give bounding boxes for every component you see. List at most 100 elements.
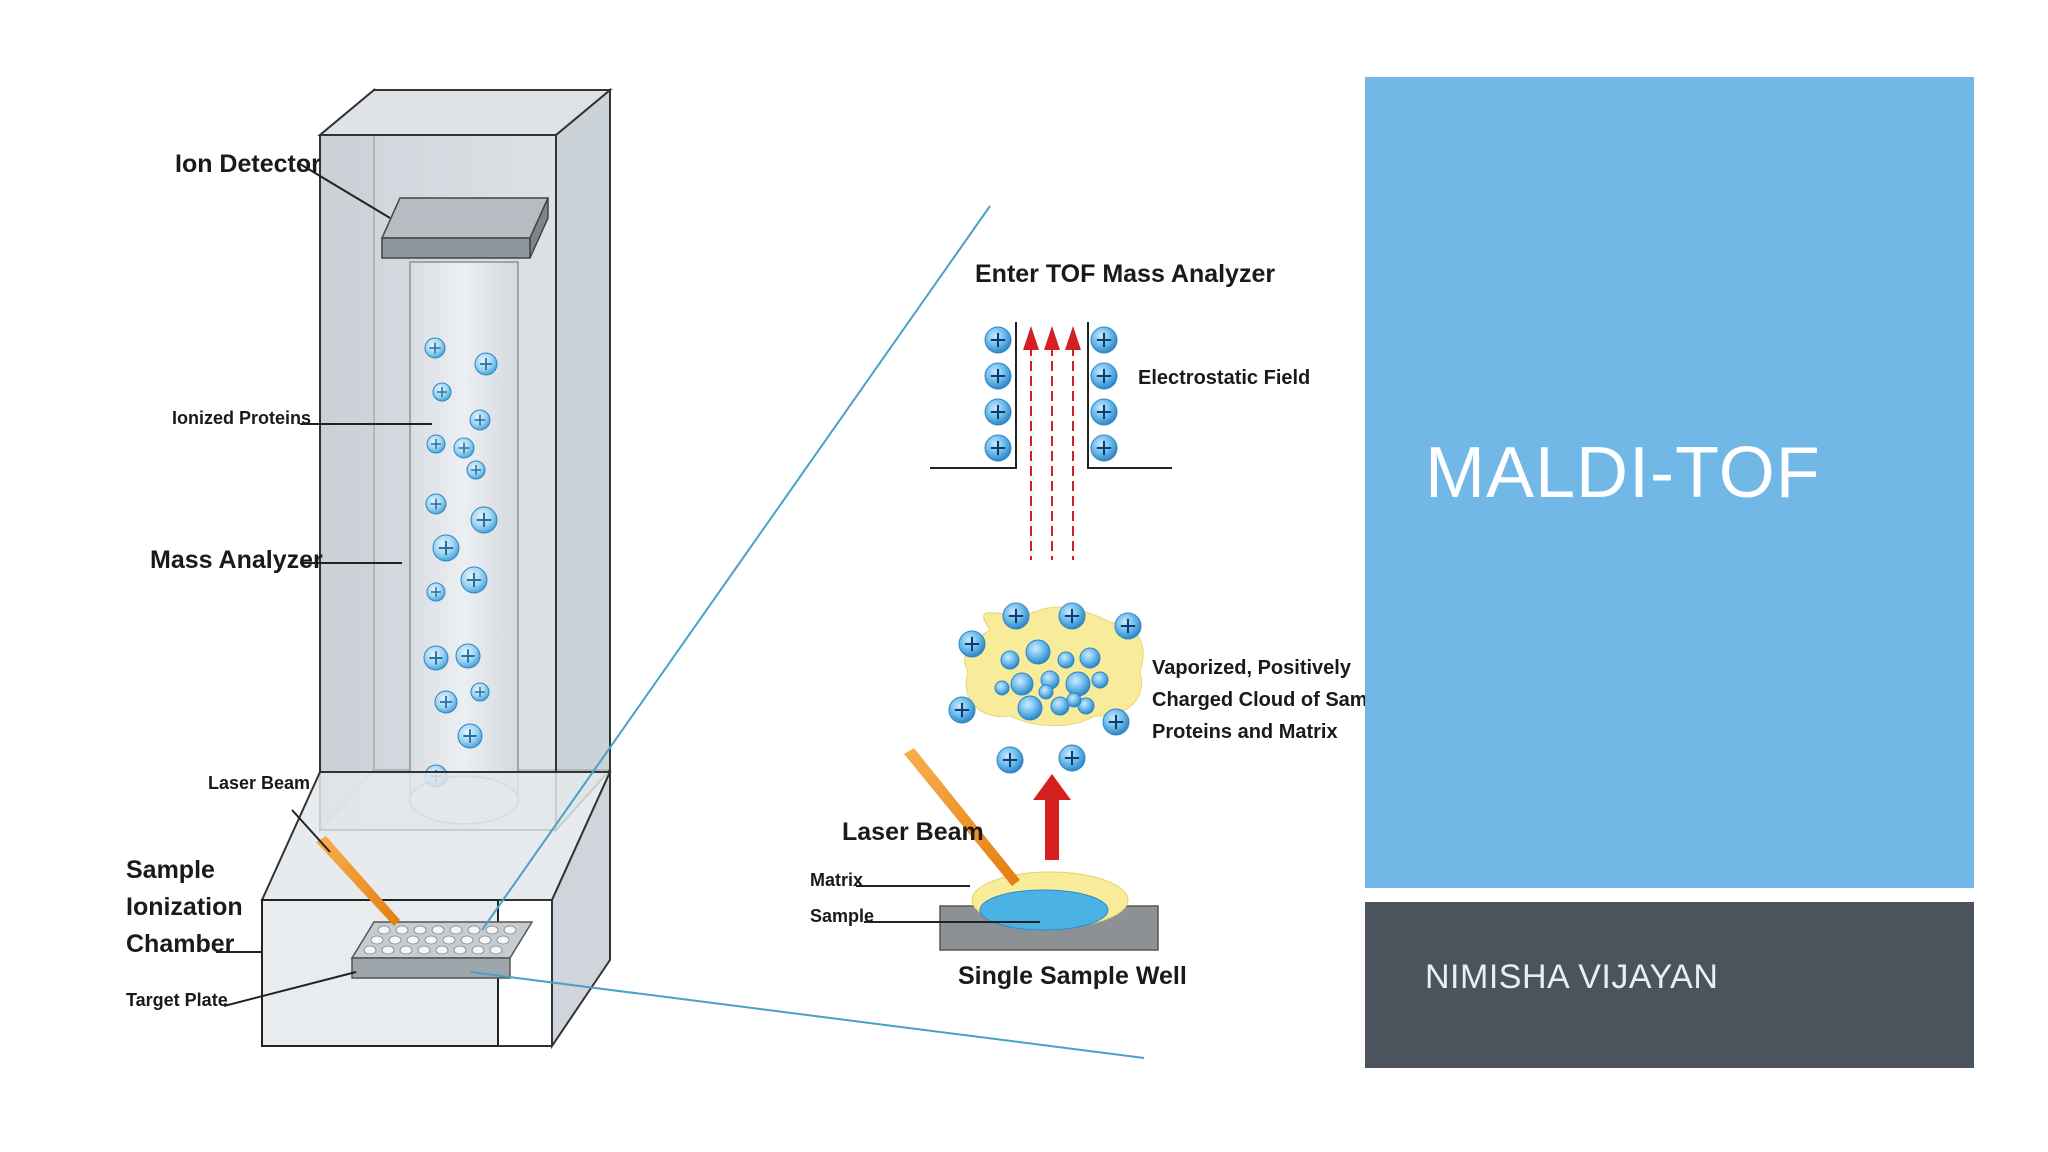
ionized-protein-icon bbox=[470, 682, 490, 702]
positive-ion-icon bbox=[1002, 602, 1030, 630]
ionized-protein-icon bbox=[469, 409, 491, 431]
zoom-lines bbox=[469, 205, 1145, 1059]
ionized-protein-icon bbox=[470, 506, 498, 534]
positive-ion-icon bbox=[1090, 434, 1118, 462]
target-well-icon bbox=[381, 945, 395, 955]
target-well-icon bbox=[413, 925, 427, 935]
ionized-protein-icon bbox=[423, 645, 449, 671]
positive-ion-icon bbox=[984, 398, 1012, 426]
target-well-icon bbox=[449, 925, 463, 935]
ion-detector-plate-side bbox=[529, 197, 549, 259]
label-electrostatic-field: Electrostatic Field bbox=[1138, 367, 1310, 389]
cloud-ions bbox=[948, 602, 1142, 774]
ionized-protein-icon bbox=[434, 690, 458, 714]
title-panel: MALDI-TOF bbox=[1365, 77, 1974, 888]
target-well-icon bbox=[453, 945, 467, 955]
laser-beam-right bbox=[904, 748, 1020, 886]
target-well-icon bbox=[471, 945, 485, 955]
positive-ion-icon bbox=[984, 362, 1012, 390]
label-sample-ionization-chamber-1: Sample bbox=[126, 856, 215, 884]
ionized-protein-icon bbox=[426, 434, 446, 454]
ionized-protein-icon bbox=[457, 723, 483, 749]
ionized-protein-icon bbox=[474, 352, 498, 376]
label-laser-beam-right: Laser Beam bbox=[842, 818, 984, 846]
positive-ion-icon bbox=[1058, 744, 1086, 772]
single-sample-well bbox=[904, 748, 1159, 951]
ionized-protein-icon bbox=[432, 382, 452, 402]
protein-droplet-icon bbox=[1065, 671, 1091, 697]
target-well-icon bbox=[399, 945, 413, 955]
ion-flight-arrows bbox=[1030, 346, 1074, 560]
positive-ion-icon bbox=[984, 326, 1012, 354]
tof-entrance-right-wall bbox=[1087, 322, 1172, 469]
label-vaporized-cloud-2: Charged Cloud of Sample bbox=[1152, 689, 1370, 711]
protein-droplet-icon bbox=[1038, 684, 1054, 700]
protein-droplet-icon bbox=[994, 680, 1010, 696]
ion-detector-plate-top bbox=[380, 197, 550, 239]
label-target-plate: Target Plate bbox=[126, 990, 228, 1010]
cloud-droplets bbox=[994, 639, 1109, 721]
laser-beam-left bbox=[316, 836, 400, 926]
positive-ion-icon bbox=[1090, 398, 1118, 426]
target-well-icon bbox=[395, 925, 409, 935]
ion-detector-plate-front bbox=[381, 237, 531, 259]
label-matrix: Matrix bbox=[810, 870, 863, 890]
protein-droplet-icon bbox=[1057, 651, 1075, 669]
right-leader-lines bbox=[856, 885, 1040, 923]
target-well-icon bbox=[485, 925, 499, 935]
ionized-protein-icon bbox=[460, 566, 488, 594]
target-well-icon bbox=[489, 945, 503, 955]
target-well-icon bbox=[431, 925, 445, 935]
label-enter-tof: Enter TOF Mass Analyzer bbox=[975, 260, 1275, 288]
label-ionized-proteins: Ionized Proteins bbox=[172, 408, 311, 428]
protein-droplet-icon bbox=[1050, 696, 1070, 716]
tof-entrance bbox=[930, 322, 1172, 560]
positive-ion-icon bbox=[958, 630, 986, 658]
maldi-tof-diagram: Ion Detector Ionized Proteins Mass Analy… bbox=[126, 87, 1370, 1059]
positive-ion-icon bbox=[984, 434, 1012, 462]
tof-entrance-left-wall bbox=[930, 322, 1017, 469]
protein-droplet-icon bbox=[1091, 671, 1109, 689]
ionized-proteins-group bbox=[423, 337, 498, 788]
protein-droplet-icon bbox=[1079, 647, 1101, 669]
positive-ion-icon bbox=[1090, 326, 1118, 354]
target-well-icon bbox=[388, 935, 402, 945]
target-well-icon bbox=[442, 935, 456, 945]
target-well-icon bbox=[370, 935, 384, 945]
positive-ion-icon bbox=[1058, 602, 1086, 630]
label-sample: Sample bbox=[810, 906, 874, 926]
ionized-protein-icon bbox=[426, 582, 446, 602]
ionized-protein-icon bbox=[432, 534, 460, 562]
positive-ion-icon bbox=[1102, 708, 1130, 736]
label-mass-analyzer: Mass Analyzer bbox=[150, 546, 323, 574]
target-well-icon bbox=[377, 925, 391, 935]
slide-title: MALDI-TOF bbox=[1425, 433, 1821, 513]
label-single-sample-well: Single Sample Well bbox=[958, 962, 1187, 990]
vapor-rise-arrow bbox=[1033, 774, 1071, 860]
column-top-face bbox=[317, 89, 613, 136]
cloud-shape bbox=[964, 606, 1144, 727]
positive-ion-icon bbox=[1114, 612, 1142, 640]
label-vaporized-cloud-3: Proteins and Matrix bbox=[1152, 721, 1338, 743]
ion-flight-arrowheads bbox=[1023, 326, 1081, 350]
positive-ion-icon bbox=[948, 696, 976, 724]
left-leader-lines bbox=[216, 163, 432, 1007]
vaporized-cloud bbox=[948, 602, 1144, 774]
author-panel: NIMISHA VIJAYAN bbox=[1365, 902, 1974, 1068]
positive-ion-icon bbox=[996, 746, 1024, 774]
target-well-icon bbox=[478, 935, 492, 945]
protein-droplet-icon bbox=[1017, 695, 1043, 721]
chamber-right-face bbox=[551, 771, 611, 1050]
label-vaporized-cloud-1: Vaporized, Positively bbox=[1152, 657, 1352, 679]
target-well-icon bbox=[417, 945, 431, 955]
ionized-protein-icon bbox=[453, 437, 475, 459]
target-well-icon bbox=[435, 945, 449, 955]
protein-droplet-icon bbox=[1025, 639, 1051, 665]
protein-droplet-icon bbox=[1000, 650, 1020, 670]
label-sample-ionization-chamber-3: Chamber bbox=[126, 930, 235, 958]
target-well-icon bbox=[406, 935, 420, 945]
sample-layer bbox=[979, 889, 1109, 931]
positive-ion-icon bbox=[1090, 362, 1118, 390]
target-well-icon bbox=[424, 935, 438, 945]
